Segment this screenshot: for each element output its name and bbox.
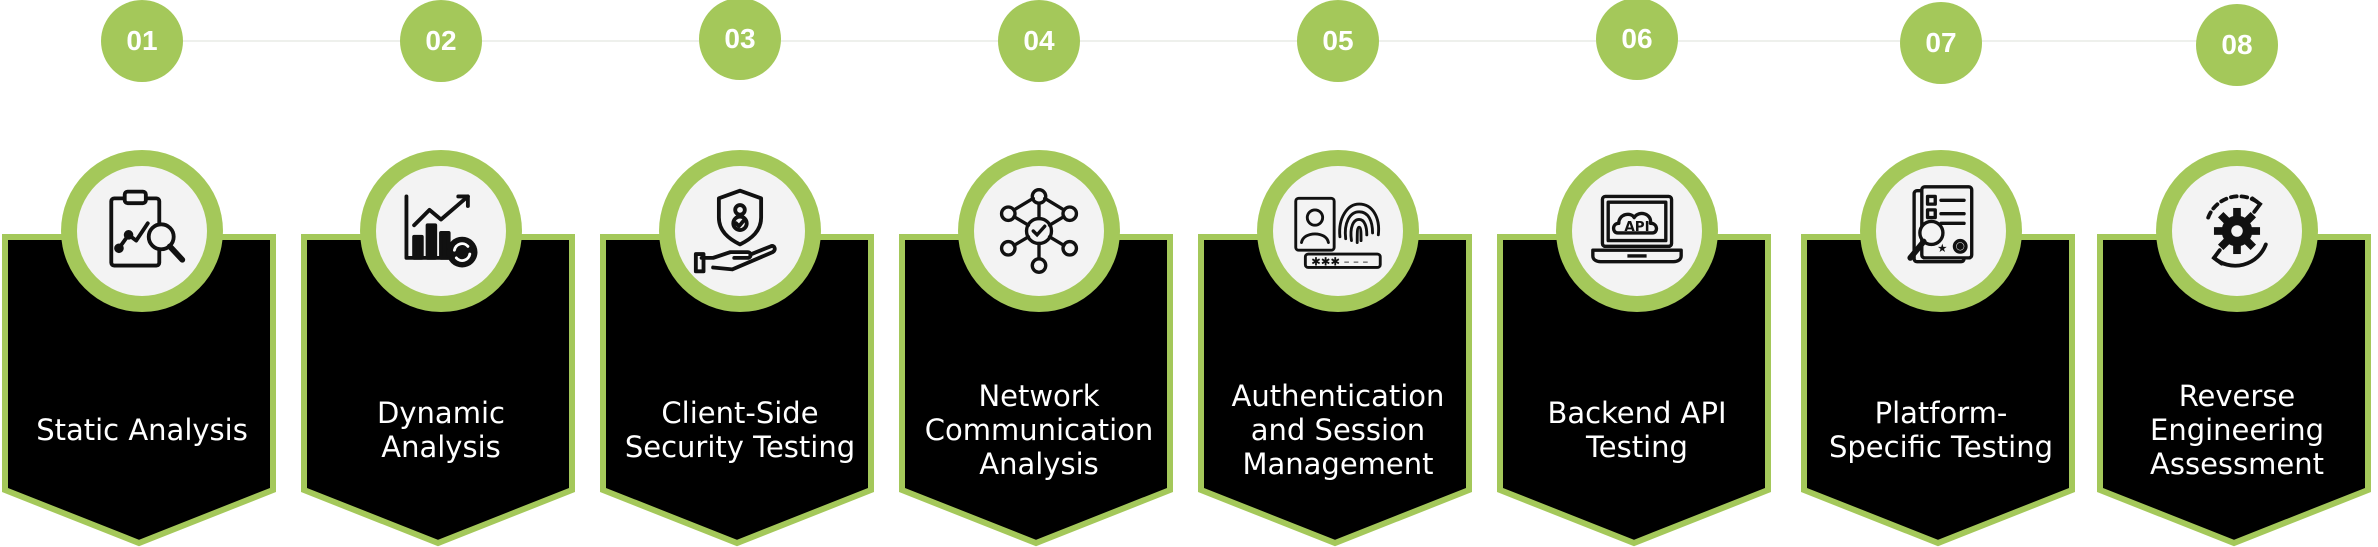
step-number-badge: 02	[400, 0, 482, 82]
step-platform-specific-testing: 07 ★ Platform- Specific Testing	[1801, 0, 2081, 547]
step-static-analysis: 01 Static Analysis	[2, 0, 282, 547]
icon-ring	[360, 150, 522, 312]
icon-ring	[2156, 150, 2318, 312]
step-reverse-engineering-assessment: 08	[2097, 0, 2377, 547]
step-panel	[1801, 234, 2075, 547]
step-number-badge: 08	[2196, 4, 2278, 86]
timeline-connector	[135, 40, 2245, 42]
step-label: Platform- Specific Testing	[1828, 396, 2054, 464]
icon-ring	[659, 150, 821, 312]
step-number-badge: 05	[1297, 0, 1379, 82]
step-label: Backend API Testing	[1547, 396, 1727, 464]
step-authentication-session-management: 05 ✱✱✱ – – – Authentication and Session …	[1198, 0, 1478, 547]
step-panel	[1497, 234, 1771, 547]
step-number-badge: 07	[1900, 2, 1982, 84]
icon-ring: ✱✱✱ – – –	[1257, 150, 1419, 312]
step-number-badge: 03	[699, 0, 781, 80]
step-panel	[899, 234, 1173, 547]
gear-reverse-arrows-icon	[2206, 194, 2268, 268]
step-backend-api-testing: 06 API Backend API Testing	[1497, 0, 1777, 547]
bar-chart-refresh-icon	[404, 194, 478, 268]
step-label: Authentication and Session Management	[1231, 379, 1445, 481]
step-panel	[301, 234, 575, 547]
step-panel	[2, 234, 276, 547]
step-label: Static Analysis	[36, 413, 248, 447]
network-nodes-icon	[999, 188, 1079, 274]
svg-text:✱✱✱ – – –: ✱✱✱ – – –	[1311, 255, 1368, 269]
step-number-badge: 06	[1596, 0, 1678, 80]
step-panel	[600, 234, 874, 547]
step-panel	[2097, 234, 2371, 547]
svg-text:★: ★	[1937, 243, 1947, 255]
icon-ring: ★	[1860, 150, 2022, 312]
step-client-side-security-testing: 03 Client-Side Security Testing	[600, 0, 880, 547]
step-label: Dynamic Analysis	[377, 396, 505, 464]
svg-text:API: API	[1624, 220, 1649, 235]
icon-ring: API	[1556, 150, 1718, 312]
step-number-badge: 04	[998, 0, 1080, 82]
hand-shield-user-icon	[693, 188, 777, 274]
id-card-fingerprint-password-icon: ✱✱✱ – – –	[1294, 196, 1382, 269]
step-panel	[1198, 234, 1472, 547]
icon-ring	[61, 150, 223, 312]
step-label: Client-Side Security Testing	[624, 396, 856, 464]
step-label: Reverse Engineering Assessment	[2150, 379, 2324, 481]
step-label: Network Communication Analysis	[924, 379, 1154, 481]
document-checklist-gear-icon: ★	[1907, 185, 1974, 264]
step-network-communication-analysis: 04 Network Co	[899, 0, 1179, 547]
step-dynamic-analysis: 02 Dynamic Analysis	[301, 0, 581, 547]
laptop-api-cloud-icon: API	[1591, 194, 1683, 264]
clipboard-chart-magnifier-icon	[109, 189, 186, 268]
step-number-badge: 01	[101, 0, 183, 82]
icon-ring	[958, 150, 1120, 312]
